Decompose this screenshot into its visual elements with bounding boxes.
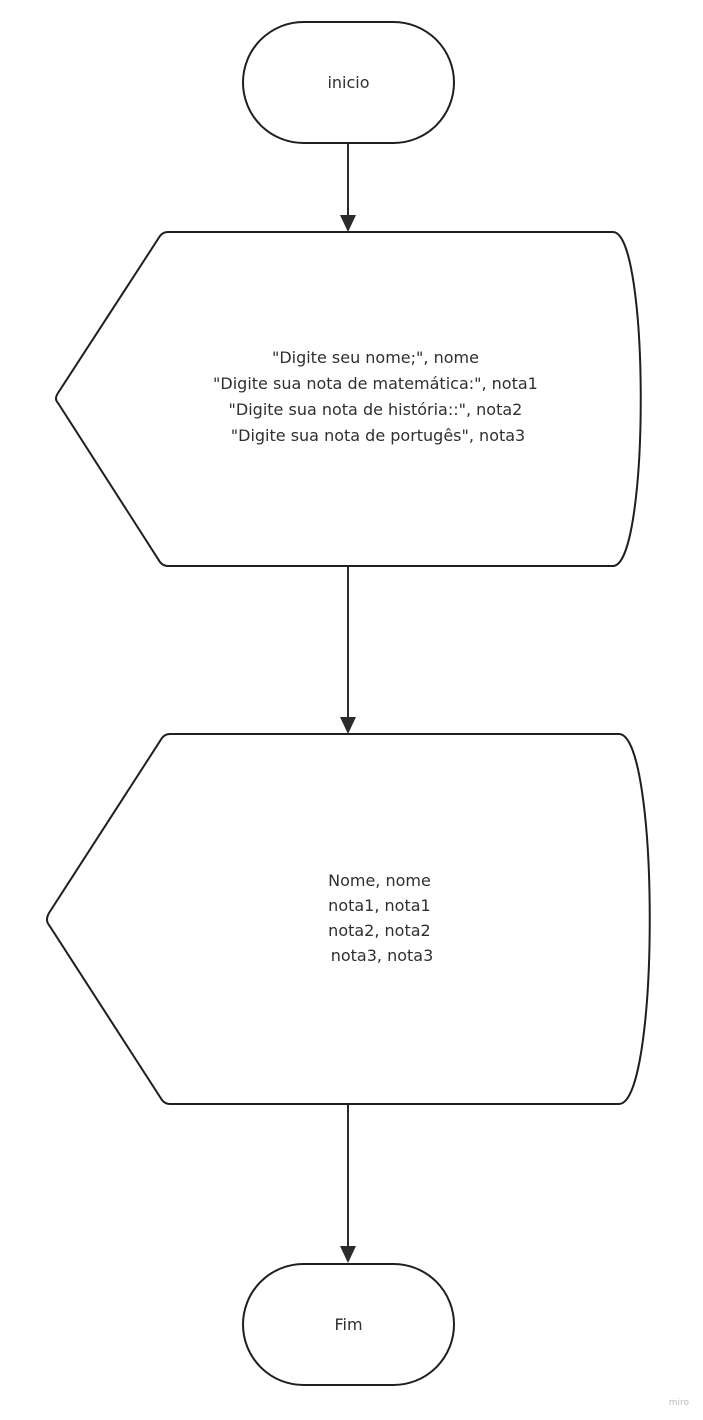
output-line-1: Nome, nome <box>328 871 431 890</box>
svg-text:Fim: Fim <box>334 1315 362 1334</box>
input-display-shape[interactable]: "Digite seu nome;", nome "Digite sua not… <box>55 231 642 567</box>
arrowhead-icon <box>340 717 356 734</box>
connector-input-to-output <box>340 566 356 734</box>
svg-text:inicio: inicio <box>327 73 369 92</box>
miro-watermark: miro <box>668 1398 689 1408</box>
end-terminator[interactable]: Fim <box>242 1263 455 1386</box>
output-line-3: nota2, nota2 <box>328 921 431 940</box>
end-label: Fim <box>334 1315 362 1334</box>
arrowhead-icon <box>340 1246 356 1263</box>
input-line-2: "Digite sua nota de matemática:", nota1 <box>213 374 538 393</box>
output-display-shape[interactable]: Nome, nome nota1, nota1 nota2, nota2 not… <box>46 733 651 1105</box>
input-line-3: "Digite sua nota de história::", nota2 <box>229 400 523 419</box>
input-line-1: "Digite seu nome;", nome <box>272 348 479 367</box>
connector-output-to-end <box>340 1104 356 1263</box>
connector-start-to-input <box>340 143 356 232</box>
flowchart-connectors <box>340 143 356 1263</box>
output-line-4: nota3, nota3 <box>331 946 434 965</box>
start-terminator[interactable]: inicio <box>242 21 455 144</box>
arrowhead-icon <box>340 215 356 232</box>
svg-text:"Digite seu nome;", nome: "Digite seu nome;", nome "Digite sua not… <box>213 348 543 445</box>
input-line-4: "Digite sua nota de portugês", nota3 <box>231 426 525 445</box>
svg-text:Nome, nome nota1, nota1: Nome, nome nota1, nota1 nota2, nota2 not… <box>328 871 436 965</box>
output-line-2: nota1, nota1 <box>328 896 431 915</box>
start-label: inicio <box>327 73 369 92</box>
